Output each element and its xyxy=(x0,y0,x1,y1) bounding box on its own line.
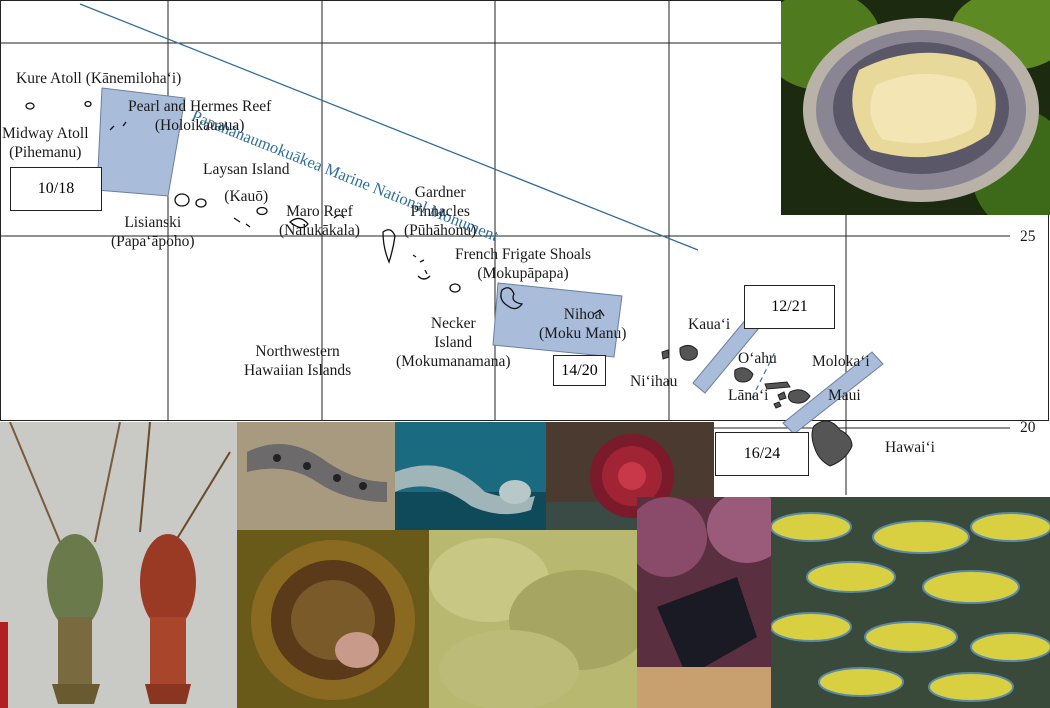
label-nwhi-2: Hawaiian Islands xyxy=(244,362,352,379)
label-ffs-2: (Mokupāpapa) xyxy=(477,265,569,282)
photo-sea-cucumber xyxy=(237,422,395,530)
label-gardner-1: Gardner xyxy=(414,184,466,201)
label-gardner-2: Pinnacles xyxy=(410,203,470,220)
label-molokai: Moloka‘i xyxy=(812,353,870,370)
label-lanai: Lāna‘i xyxy=(728,387,769,404)
photo-limpet xyxy=(781,0,1050,215)
label-kauai: Kaua‘i xyxy=(688,316,731,333)
label-niihau: Ni‘ihau xyxy=(630,373,678,390)
label-pearl-hermes: Pearl and Hermes Reef (Holoikauaua) xyxy=(128,97,271,135)
monument-boundary-line xyxy=(79,3,699,251)
label-midway-2: (Pihemanu) xyxy=(9,144,82,161)
label-lisianski: Lisianski (Papa‘āpoho) xyxy=(111,213,195,251)
label-lisianski-2: (Papa‘āpoho) xyxy=(111,233,195,250)
label-midway-1: Midway Atoll xyxy=(2,125,89,142)
label-laysan-1: Laysan Island xyxy=(203,161,290,178)
lat-label-25: 25 xyxy=(1020,228,1036,245)
label-nihoa-1: Nihoa xyxy=(563,306,602,323)
region-maui xyxy=(782,351,884,435)
label-necker-1: Necker xyxy=(430,315,476,332)
main-islands xyxy=(661,344,853,467)
label-necker-3: (Mokumanamana) xyxy=(396,353,511,370)
label-gardner: Gardner Pinnacles (Pūhāhonu) xyxy=(404,183,476,240)
label-nwhi: Northwestern Hawaiian Islands xyxy=(244,342,351,380)
label-ffs-1: French Frigate Shoals xyxy=(455,246,592,263)
label-midway: Midway Atoll (Pihemanu) xyxy=(2,124,89,162)
region-ffs xyxy=(492,282,623,358)
label-maro: Maro Reef (Nalukākala) xyxy=(279,202,360,240)
label-laysan-2: (Kauō) xyxy=(224,188,269,205)
count-box-oahu: 12/21 xyxy=(744,285,835,329)
count-box-ffs: 14/20 xyxy=(553,355,606,386)
lat-label-20: 20 xyxy=(1020,419,1036,436)
label-ffs: French Frigate Shoals (Mokupāpapa) xyxy=(455,245,591,283)
label-kure: Kure Atoll (Kānemiloha‘i) xyxy=(16,70,182,87)
label-hawaii: Hawai‘i xyxy=(885,439,935,456)
photo-coral xyxy=(429,530,637,708)
nw-islands xyxy=(25,100,605,317)
label-maro-2: (Nalukākala) xyxy=(279,222,360,239)
photo-pencil-urchin xyxy=(637,497,771,708)
count-box-midway: 10/18 xyxy=(10,167,102,211)
count-box-maui: 16/24 xyxy=(715,432,809,476)
label-oahu: O‘ahu xyxy=(738,350,777,367)
region-midway xyxy=(96,87,186,197)
photo-lobsters xyxy=(0,422,237,708)
label-maui: Maui xyxy=(828,387,861,404)
label-nihoa-2: (Moku Manu) xyxy=(539,325,627,342)
grid xyxy=(0,0,1010,495)
photo-monk-seal xyxy=(395,422,546,530)
label-nihoa: Nihoa (Moku Manu) xyxy=(539,305,626,343)
label-laysan: Laysan Island (Kauō) xyxy=(203,160,290,206)
photo-snail xyxy=(237,530,429,708)
label-maro-1: Maro Reef xyxy=(286,203,353,220)
label-necker-2: Island xyxy=(434,334,473,351)
label-pearl-hermes-2: (Holoikauaua) xyxy=(154,117,245,134)
label-necker: Necker Island (Mokumanamana) xyxy=(396,314,511,371)
label-nwhi-1: Northwestern xyxy=(255,343,340,360)
label-lisianski-1: Lisianski xyxy=(124,214,182,231)
label-gardner-3: (Pūhāhonu) xyxy=(404,222,477,239)
label-pearl-hermes-1: Pearl and Hermes Reef xyxy=(128,98,272,115)
photo-fish xyxy=(771,497,1050,708)
